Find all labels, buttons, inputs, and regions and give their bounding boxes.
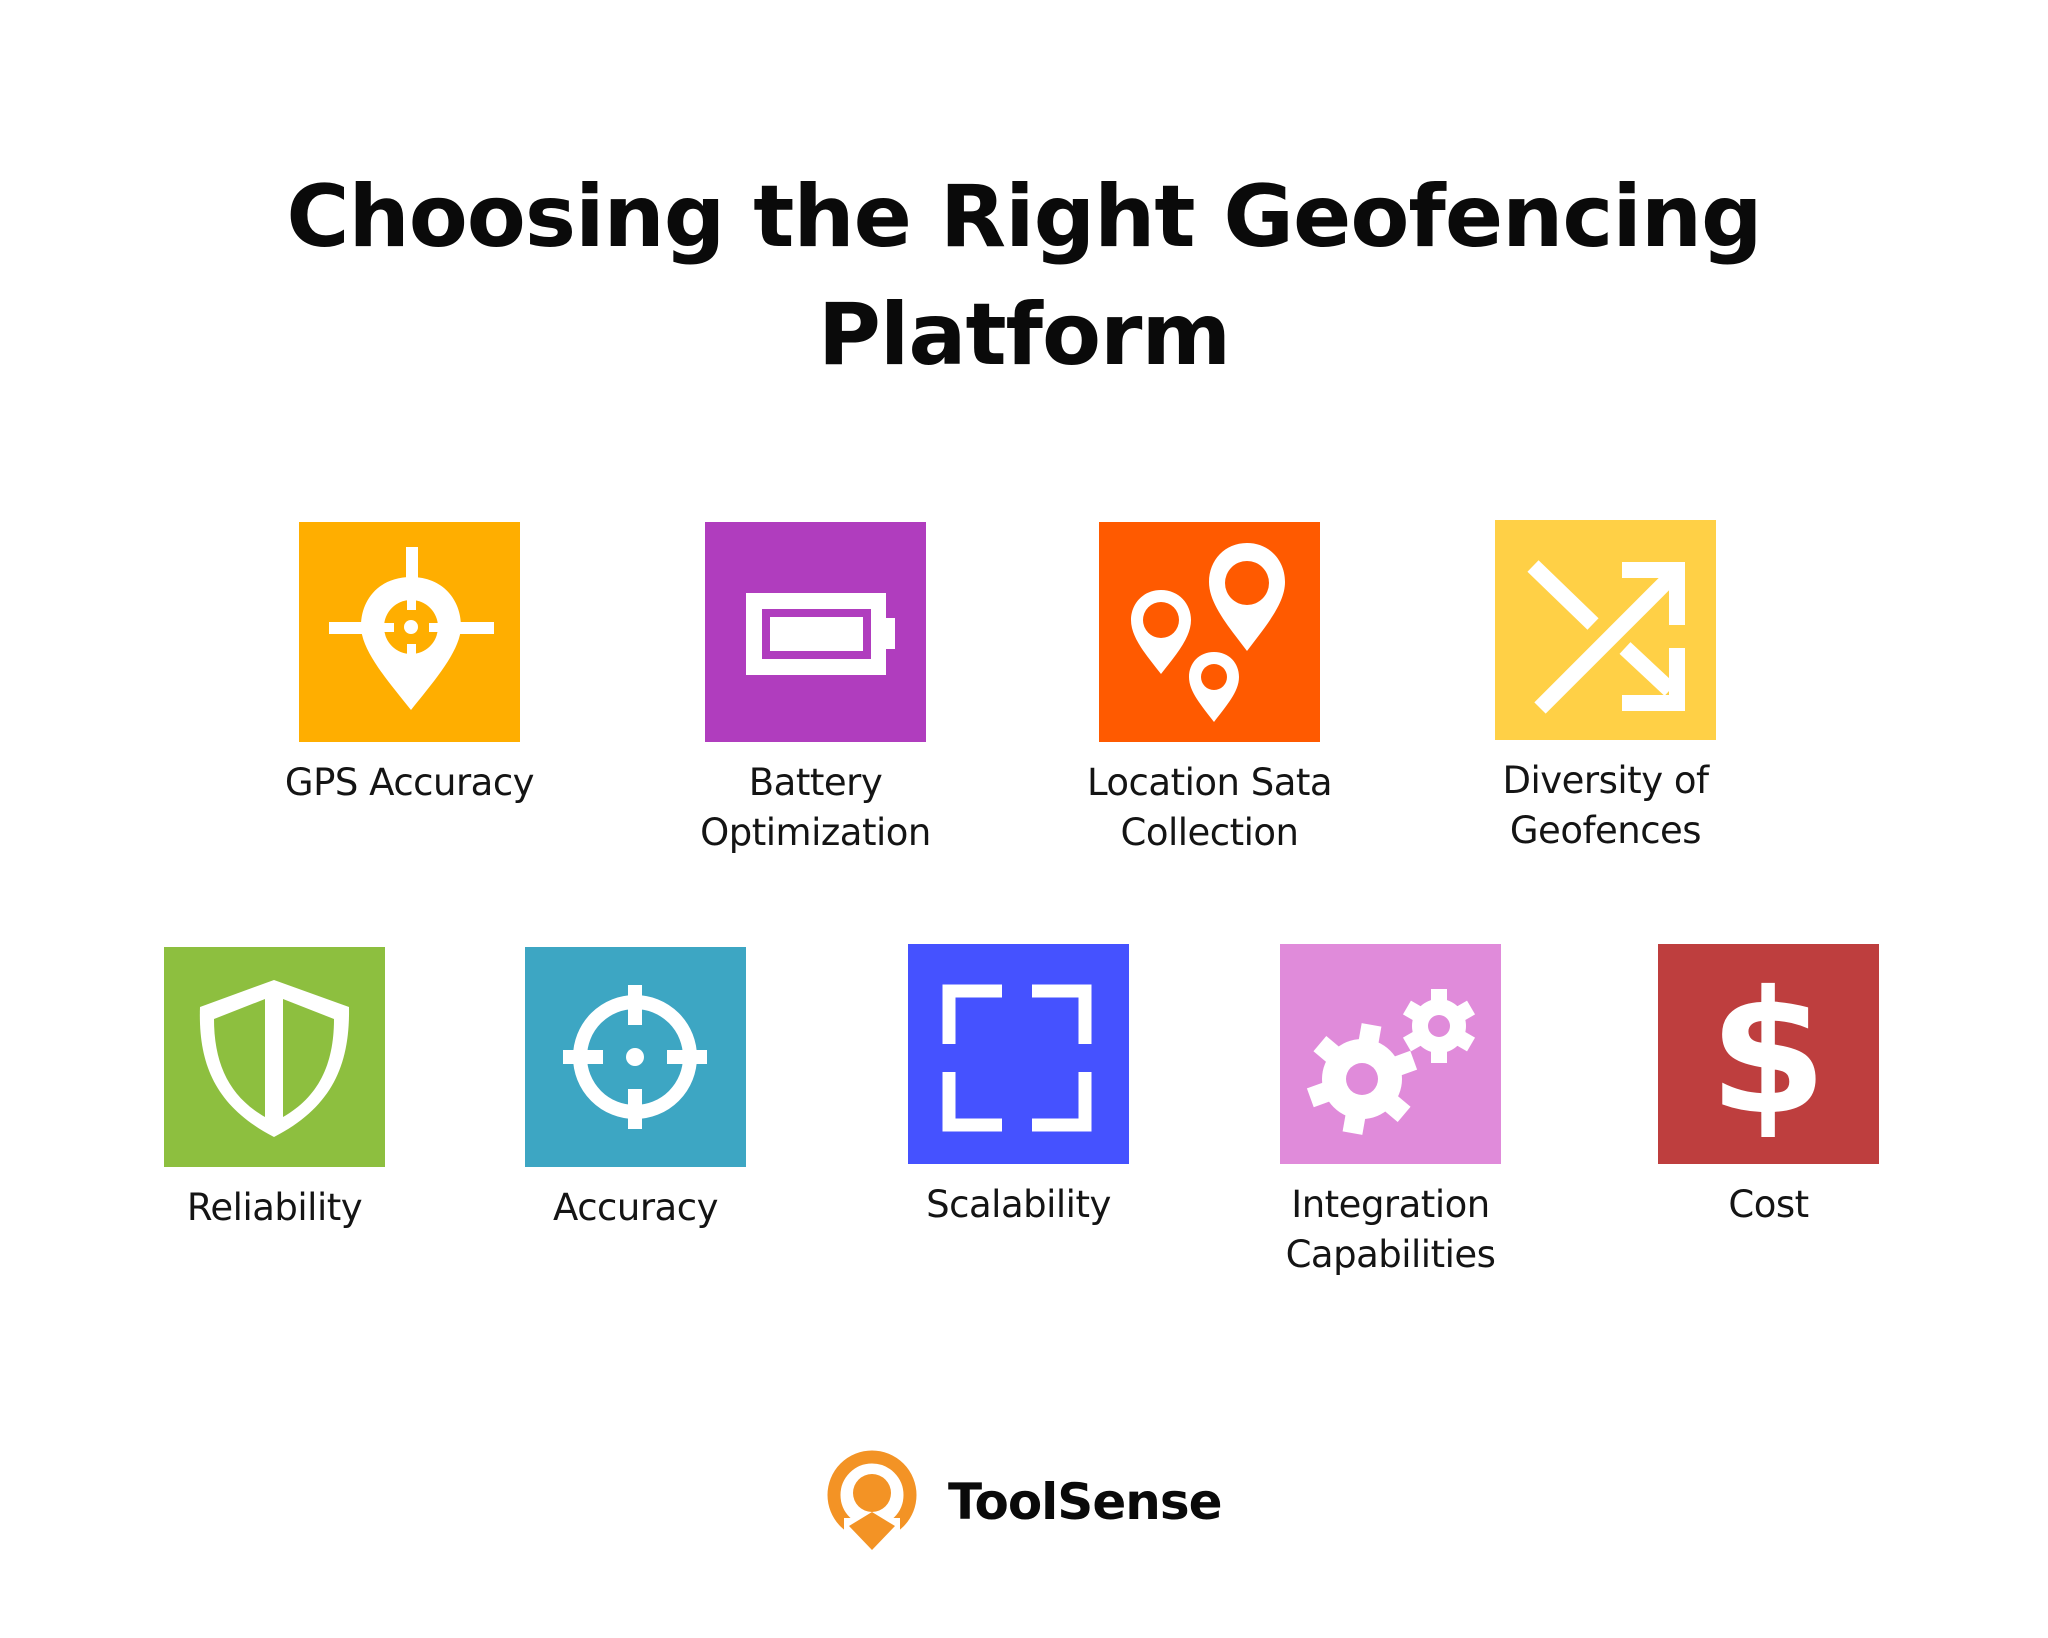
feature-label: Location Sata Collection (1086, 761, 1333, 854)
title-line-1: Choosing the Right Geofencing (286, 167, 1762, 267)
page-title: Choosing the Right Geofencing Platform (0, 158, 2048, 394)
location-pins-icon (1131, 543, 1285, 722)
toolsense-pin-icon (827, 1450, 917, 1550)
feature-label: Diversity of Geofences (1502, 759, 1709, 852)
shield-icon (199, 980, 350, 1137)
shuffle-arrows-icon (1527, 560, 1685, 714)
feature-label: Integration Capabilities (1285, 1183, 1496, 1276)
battery-icon (746, 593, 895, 675)
cost-tile: $ (1658, 944, 1879, 1164)
crosshair-icon (563, 985, 707, 1129)
feature-label: Scalability (926, 1183, 1111, 1226)
gps-accuracy-tile (299, 522, 520, 742)
dollar-icon: $ (1709, 955, 1827, 1153)
expand-frame-icon (942, 984, 1092, 1132)
feature-label: Reliability (186, 1186, 363, 1229)
feature-diversity-of-geofences: Diversity of Geofences (1495, 520, 1716, 852)
feature-gps-accuracy: GPS Accuracy (285, 522, 535, 804)
location-data-collection-tile (1099, 522, 1320, 742)
diversity-of-geofences-tile (1495, 520, 1716, 740)
battery-optimization-tile (705, 522, 926, 742)
brand-logo: ToolSense (826, 1450, 1246, 1560)
feature-label: Cost (1728, 1183, 1809, 1226)
feature-location-data-collection: Location Sata Collection (1087, 522, 1333, 854)
title-line-2: Platform (817, 285, 1231, 385)
feature-reliability: Reliability (164, 947, 385, 1229)
feature-label: GPS Accuracy (284, 761, 535, 804)
scalability-tile (908, 944, 1129, 1164)
reliability-tile (164, 947, 385, 1167)
feature-cost: $ Cost (1658, 944, 1879, 1226)
feature-integration-capabilities: Integration Capabilities (1280, 944, 1501, 1276)
feature-label: Battery Optimization (700, 761, 931, 854)
integration-capabilities-tile (1280, 944, 1501, 1164)
feature-scalability: Scalability (908, 944, 1129, 1226)
gears-icon (1306, 989, 1476, 1135)
gps-pin-crosshair-icon (329, 547, 494, 710)
accuracy-tile (525, 947, 746, 1167)
feature-battery-optimization: Battery Optimization (700, 522, 931, 854)
feature-accuracy: Accuracy (525, 947, 746, 1229)
brand-name: ToolSense (948, 1473, 1222, 1531)
feature-label: Accuracy (553, 1186, 718, 1229)
svg-text:$: $ (1709, 955, 1827, 1153)
